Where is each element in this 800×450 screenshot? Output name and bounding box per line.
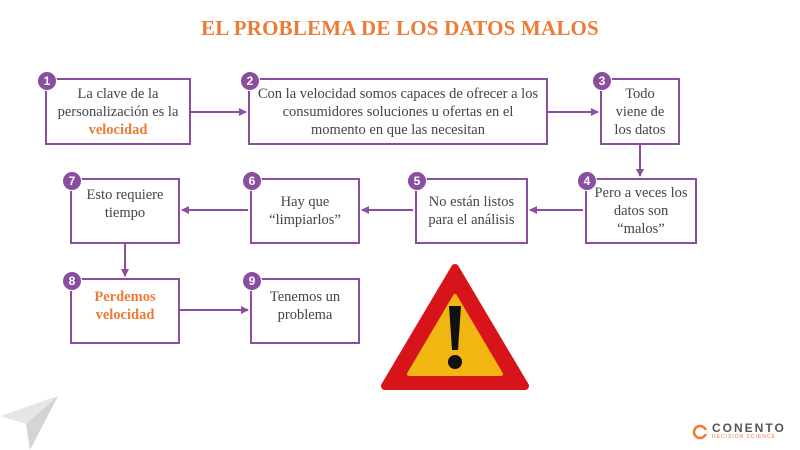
- logo-tagline: DECISION SCIENCE: [712, 434, 776, 440]
- step-box-2: Con la velocidad somos capaces de ofrece…: [248, 78, 548, 145]
- step-box-1: La clave de la personalización es la vel…: [45, 78, 191, 145]
- conento-logo: CONENTO DECISION SCIENCE: [692, 422, 786, 441]
- page-title: EL PROBLEMA DE LOS DATOS MALOS: [201, 16, 599, 40]
- step-box-4: Pero a veces los datos son “malos”: [585, 178, 697, 244]
- warning-triangle-icon: [381, 264, 529, 390]
- step-box-5: No están listos para el análisis: [415, 178, 528, 244]
- step-text-9: Tenemos un problema: [269, 289, 341, 323]
- step-box-9: Tenemos un problema: [250, 278, 360, 344]
- step-text-5: No están listos para el análisis: [428, 194, 515, 228]
- step-box-8: Perdemos velocidad: [70, 278, 180, 344]
- step-text-4: Pero a veces los datos son “malos”: [594, 185, 688, 237]
- step-number-2: 2: [240, 71, 260, 91]
- step-number-7: 7: [62, 171, 82, 191]
- paper-plane-icon: [0, 396, 58, 450]
- step-box-6: Hay que “limpiarlos”: [250, 178, 360, 244]
- step-number-6: 6: [242, 171, 262, 191]
- step-number-5: 5: [407, 171, 427, 191]
- step-text-1: La clave de la personalización es la vel…: [57, 85, 179, 138]
- step-box-7: Esto requiere tiempo: [70, 178, 180, 244]
- step-text-2: Con la velocidad somos capaces de ofrece…: [257, 85, 539, 138]
- step-number-9: 9: [242, 271, 262, 291]
- step-number-3: 3: [592, 71, 612, 91]
- step-text-8: Perdemos velocidad: [94, 289, 156, 323]
- step-text-3: Todo viene de los datos: [614, 85, 666, 138]
- step-number-4: 4: [577, 171, 597, 191]
- step-text-6: Hay que “limpiarlos”: [269, 194, 341, 228]
- step-box-3: Todo viene de los datos: [600, 78, 680, 145]
- step-text-7: Esto requiere tiempo: [86, 187, 164, 221]
- logo-mark-icon: [692, 424, 708, 439]
- step-number-1: 1: [37, 71, 57, 91]
- step-number-8: 8: [62, 271, 82, 291]
- logo-name: CONENTO: [712, 421, 786, 435]
